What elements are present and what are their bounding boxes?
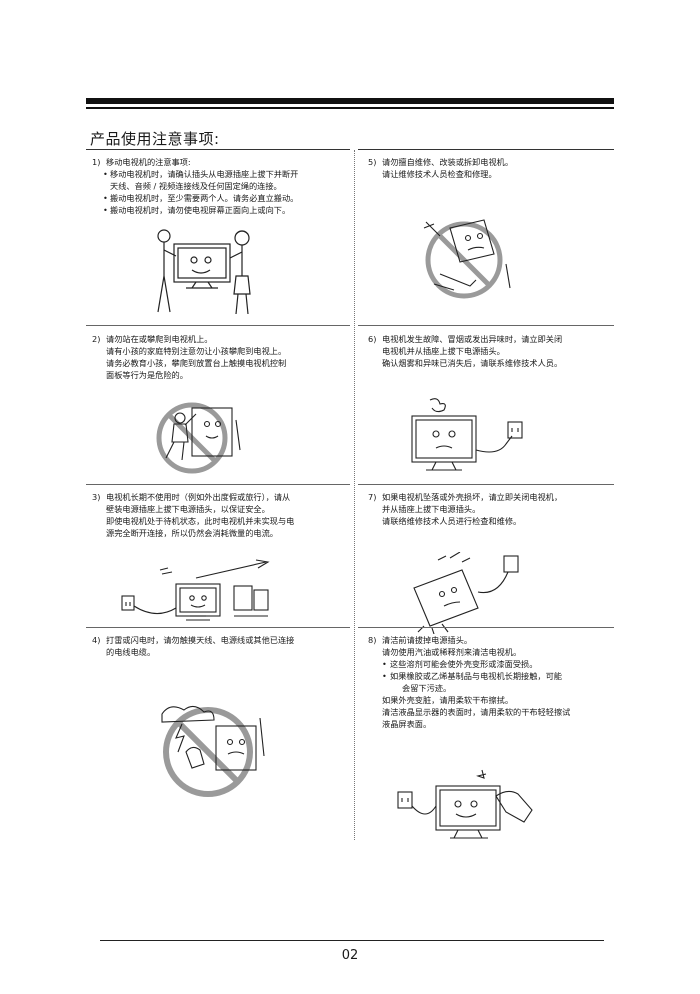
two-people-carrying-tv-illustration: [157, 229, 251, 315]
section-rule: [86, 627, 350, 628]
section-number: 8): [368, 635, 377, 645]
section-line: 液晶屏表面。: [382, 719, 432, 729]
section-line: 确认烟雾和异味已消失后，请联系维修技术人员。: [382, 358, 563, 368]
section-line: 源完全断开连接，所以仍然会消耗微量的电流。: [106, 528, 278, 538]
lightning-storm-prohibited-illustration: [161, 705, 265, 797]
bullet-item: 搬动电视机时，至少需要两个人。请务必直立搬动。: [92, 192, 354, 204]
section-line: 并从插座上拔下电源插头。: [382, 504, 481, 514]
section-line: 如果外壳变脏，请用柔软干布擦拭。: [382, 695, 514, 705]
section-3: 3) 电视机长期不使用时（例如外出度假或旅行），请从 壁装电源插座上拔下电源插头，…: [92, 491, 354, 539]
section-4: 4) 打雷或闪电时，请勿触摸天线、电源线或其他已连接 的电线电缆。: [92, 634, 354, 658]
page-number: 02: [341, 948, 359, 963]
page-title: 产品使用注意事项:: [90, 130, 220, 148]
section-title: 电视机发生故障、冒烟或发出异味时，请立即关闭: [382, 334, 563, 344]
bullet-item: 如果橡胶或乙烯基制品与电视机长期接触，可能: [368, 670, 630, 682]
section-line: 面板等行为是危险的。: [106, 370, 188, 380]
column-divider: [354, 150, 355, 840]
section-rule: [358, 325, 614, 326]
smoking-tv-unplug-illustration: [411, 398, 523, 471]
section-line: 壁装电源插座上拔下电源插头，以保证安全。: [106, 504, 270, 514]
section-rule: [86, 325, 350, 326]
section-title: 打雷或闪电时，请勿触摸天线、电源线或其他已连接: [106, 635, 295, 645]
section-rule: [86, 484, 350, 485]
section-title: 如果电视机坠落或外壳损坏，请立即关闭电视机，: [382, 492, 563, 502]
bullet-cont: 会留下污迹。: [402, 683, 452, 693]
section-5: 5) 请勿擅自维修、改装或拆卸电视机。 请让维修技术人员检查和修理。: [368, 156, 630, 180]
cleaning-tv-with-cloth-illustration: [397, 769, 533, 839]
header-rule-thick: [86, 98, 614, 104]
section-2: 2) 请勿站在或攀爬到电视机上。 请有小孩的家庭特别注意勿让小孩攀爬到电视上。 请…: [92, 333, 354, 381]
section-line: 即使电视机处于待机状态，此时电视机并未实现与电: [106, 516, 295, 526]
bullet-cont: 天线、音频 / 视频连接线及任何固定绳的连接。: [110, 181, 282, 191]
section-title: 请勿站在或攀爬到电视机上。: [106, 334, 213, 344]
section-line: 清洁液晶显示器的表面时，请用柔软的干布轻轻擦试: [382, 707, 571, 717]
bullet-item: 这些溶剂可能会使外壳变形或漆面受损。: [368, 658, 630, 670]
title-rule-left: [86, 149, 350, 150]
section-rule: [358, 627, 614, 628]
bullet-item: 移动电视机时，请确认插头从电源插座上拔下并断开: [92, 168, 354, 180]
tv-unplugged-travel-illustration: [121, 559, 270, 621]
section-title: 电视机长期不使用时（例如外出度假或旅行），请从: [106, 492, 291, 502]
section-number: 1): [92, 157, 101, 167]
child-climbing-tv-prohibited-illustration: [156, 402, 241, 474]
section-rule: [358, 484, 614, 485]
header-rule-thin: [86, 107, 614, 109]
disassembling-tv-prohibited-illustration: [423, 219, 511, 299]
section-number: 4): [92, 635, 101, 645]
section-line: 的电线电缆。: [106, 647, 156, 657]
section-number: 7): [368, 492, 377, 502]
section-number: 6): [368, 334, 377, 344]
section-line: 电视机并从插座上拔下电源插头。: [382, 346, 505, 356]
section-number: 3): [92, 492, 101, 502]
section-7: 7) 如果电视机坠落或外壳损坏，请立即关闭电视机， 并从插座上拔下电源插头。 请联…: [368, 491, 630, 527]
bullet-item: 搬动电视机时，请勿使电视屏幕正面向上或向下。: [92, 204, 354, 216]
section-line: 请有小孩的家庭特别注意勿让小孩攀爬到电视上。: [106, 346, 287, 356]
section-6: 6) 电视机发生故障、冒烟或发出异味时，请立即关闭 电视机并从插座上拔下电源插头。…: [368, 333, 630, 369]
section-title: 请勿擅自维修、改装或拆卸电视机。: [382, 157, 514, 167]
section-8: 8) 清洁前请拔掉电源插头。 请勿使用汽油或稀释剂来清洁电视机。 这些溶剂可能会使…: [368, 634, 630, 730]
section-number: 5): [368, 157, 377, 167]
section-line: 请让维修技术人员检查和修理。: [382, 169, 497, 179]
section-number: 2): [92, 334, 101, 344]
section-title: 清洁前请拔掉电源插头。: [382, 635, 473, 645]
section-line: 请务必教育小孩，攀爬到放置台上触摸电视机控制: [106, 358, 287, 368]
title-rule-right: [358, 149, 614, 150]
section-line: 请勿使用汽油或稀释剂来清洁电视机。: [382, 647, 522, 657]
section-1: 1) 移动电视机的注意事项: 移动电视机时，请确认插头从电源插座上拔下并断开 天线…: [92, 156, 354, 216]
dropped-broken-tv-illustration: [413, 552, 519, 634]
section-title: 移动电视机的注意事项:: [106, 157, 191, 167]
footer-rule: [100, 940, 604, 941]
section-line: 请联络维修技术人员进行检查和维修。: [382, 516, 522, 526]
